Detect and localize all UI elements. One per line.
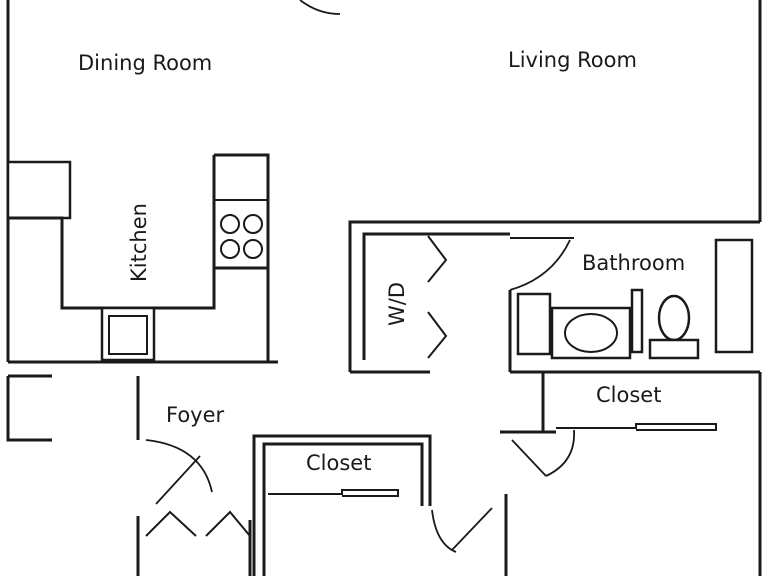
top-door-swing — [299, 0, 341, 15]
foyer-walls — [6, 374, 252, 576]
washer-dryer-label: W/D — [385, 282, 409, 326]
closet-right-label: Closet — [596, 383, 661, 407]
kitchen-upper-cabinet — [6, 160, 72, 220]
foyer-label: Foyer — [166, 403, 225, 427]
living-room-label: Living Room — [508, 48, 637, 72]
dining-room-label: Dining Room — [78, 51, 212, 75]
right-closet — [500, 372, 717, 477]
stove — [220, 214, 263, 259]
foyer-door-swing — [155, 455, 201, 505]
closet-center-label: Closet — [306, 451, 371, 475]
vanity-counter — [714, 238, 754, 354]
kitchen-block — [6, 153, 278, 364]
bath-laundry-core — [348, 220, 760, 374]
bathtub — [516, 292, 552, 356]
center-closet — [252, 434, 508, 576]
wd-folding-door-top — [427, 235, 448, 283]
toilet — [657, 294, 691, 342]
bathroom-label: Bathroom — [582, 251, 685, 275]
kitchen-label: Kitchen — [127, 203, 151, 282]
bathroom-sink — [550, 306, 632, 360]
hall-door-swing — [451, 507, 493, 551]
entry-folding-doors — [145, 510, 251, 537]
wd-folding-door-bottom — [427, 311, 448, 359]
closet-door-swing — [511, 439, 547, 477]
